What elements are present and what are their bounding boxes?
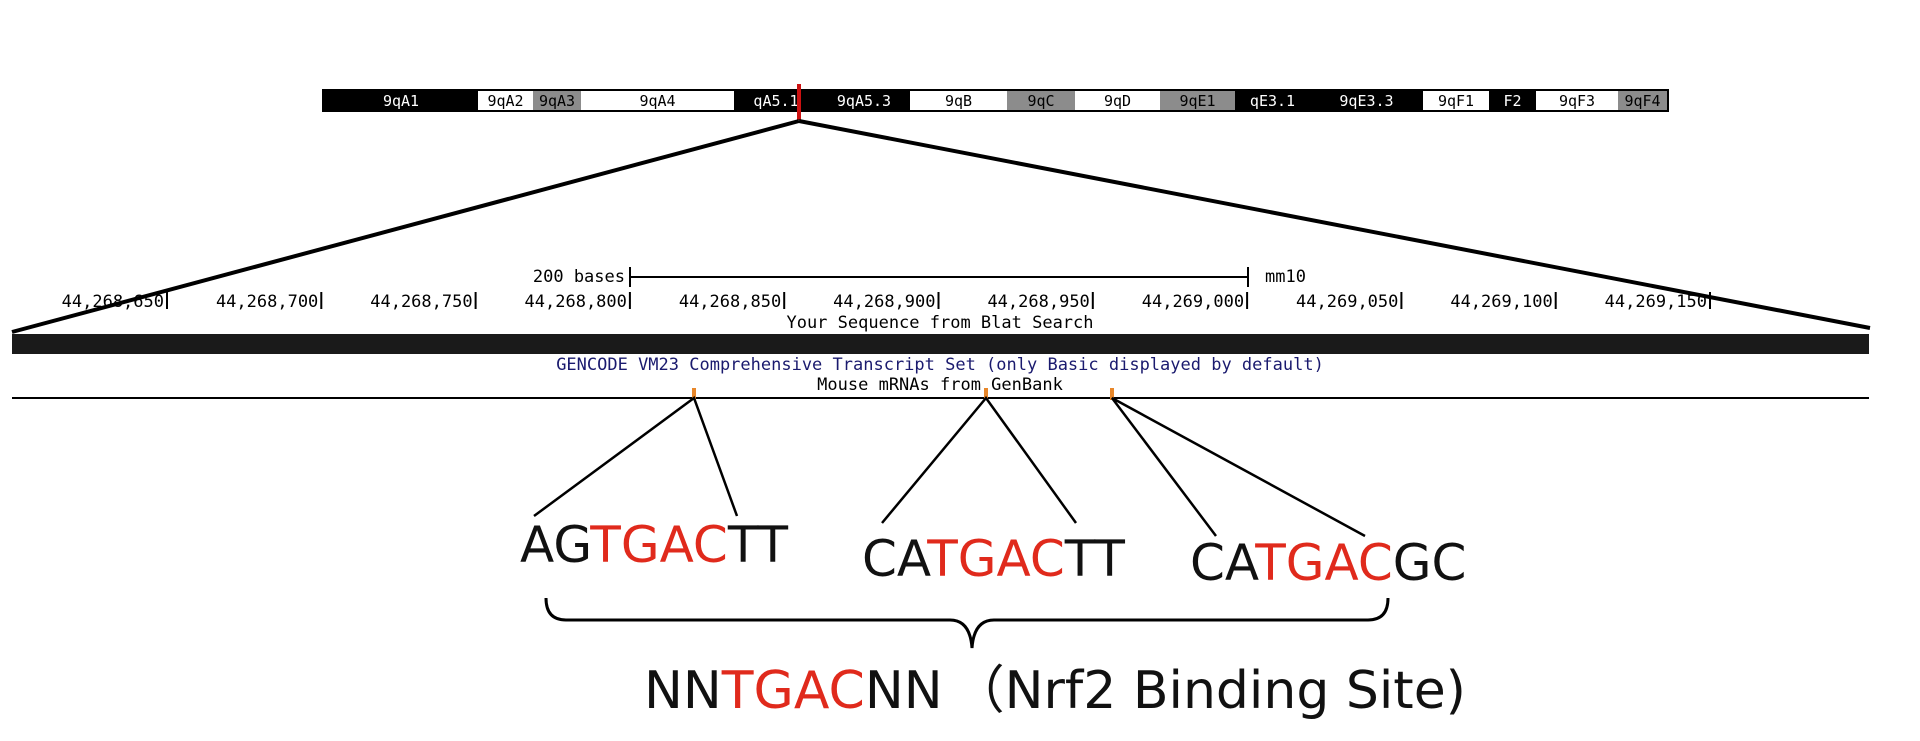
site-sequence-2: CATGACTT xyxy=(862,530,1125,588)
ideogram-band-label: 9qD xyxy=(1104,92,1131,110)
ideogram-band-label: 9qA3 xyxy=(539,92,575,110)
ruler-position-label: 44,269,050 xyxy=(1296,292,1398,312)
ruler-position-label: 44,269,100 xyxy=(1450,292,1552,312)
ideogram-band-label: 9qE1 xyxy=(1179,92,1215,110)
ideogram-band-label: 9qA5.3 xyxy=(837,92,891,110)
ideogram-band-label: 9qC xyxy=(1027,92,1054,110)
scale-label: 200 bases xyxy=(533,267,625,287)
blat-track-bar xyxy=(12,334,1869,354)
callout-lines-site-2 xyxy=(881,395,1078,524)
zoom-line-right xyxy=(798,119,1871,330)
ruler-position-label: 44,268,650 xyxy=(62,292,164,312)
gencode-track-label: GENCODE VM23 Comprehensive Transcript Se… xyxy=(556,355,1324,375)
ideogram-band-label: F2 xyxy=(1503,92,1521,110)
ideogram-band xyxy=(1536,91,1618,110)
ruler-position-label: 44,268,750 xyxy=(370,292,472,312)
ideogram-band xyxy=(1235,91,1310,110)
ideogram-band-label: 9qF1 xyxy=(1438,92,1474,110)
ruler-position-label: 44,268,950 xyxy=(987,292,1089,312)
ideogram-band xyxy=(478,91,533,110)
scale-bar: 200 bases mm10 xyxy=(533,267,1306,287)
consensus-motif: NNTGACNN（Nrf2 Binding Site) xyxy=(644,661,1466,721)
ideogram-band xyxy=(1007,91,1075,110)
zoom-line-left xyxy=(11,119,800,334)
ideogram-band xyxy=(1423,91,1489,110)
position-ruler: 44,268,650 44,268,700 44,268,750 44,268,800… xyxy=(62,292,1711,312)
grouping-brace xyxy=(544,597,1390,649)
ruler-position-label: 44,269,150 xyxy=(1605,292,1707,312)
callout-lines-site-1 xyxy=(533,396,739,518)
ideogram-band xyxy=(1310,91,1423,110)
site-tick xyxy=(984,388,988,400)
callout-lines-site-3 xyxy=(1111,396,1366,538)
ideogram-band xyxy=(910,91,1007,110)
ideogram-band xyxy=(324,91,478,110)
site-sequence-3: CATGACGC xyxy=(1190,534,1466,592)
chromosome-ideogram: 9qA1 9qA2 9qA3 9qA4 qA5.1 9qA5.3 9qB 9qC 9qD 9qE1… xyxy=(322,84,1669,120)
ideogram-band-label: 9qE3.3 xyxy=(1339,92,1393,110)
ideogram-band xyxy=(1489,91,1536,110)
ideogram-band-label: qE3.1 xyxy=(1250,92,1295,110)
ideogram-band xyxy=(1075,91,1160,110)
ideogram-band-label: 9qA2 xyxy=(487,92,523,110)
ruler-position-label: 44,268,850 xyxy=(679,292,781,312)
ruler-position-label: 44,268,800 xyxy=(525,292,627,312)
site-sequence-1: AGTGACTT xyxy=(520,516,788,574)
ideogram-band xyxy=(581,91,734,110)
ruler-position-label: 44,268,900 xyxy=(833,292,935,312)
chromosome-position-marker xyxy=(797,84,801,120)
ruler-position-label: 44,269,000 xyxy=(1142,292,1244,312)
ideogram-band-label: 9qA1 xyxy=(383,92,419,110)
site-tick xyxy=(1110,388,1114,400)
site-tick xyxy=(692,388,696,400)
ideogram-band-label: 9qB xyxy=(945,92,972,110)
binding-site-callouts xyxy=(533,388,1366,538)
ideogram-band xyxy=(1618,91,1667,110)
blat-track-label: Your Sequence from Blat Search xyxy=(786,313,1093,333)
ideogram-bands: 9qA1 9qA2 9qA3 9qA4 qA5.1 9qA5.3 9qB 9qC 9qD 9qE1… xyxy=(324,91,1667,110)
mrna-track-label: Mouse mRNAs from GenBank xyxy=(817,375,1063,395)
ruler-position-label: 44,268,700 xyxy=(216,292,318,312)
assembly-label: mm10 xyxy=(1265,267,1306,287)
ideogram-band-label: 9qF4 xyxy=(1624,92,1660,110)
ideogram-band xyxy=(1160,91,1235,110)
ideogram-band-label: qA5.1 xyxy=(753,92,798,110)
ideogram-band xyxy=(533,91,581,110)
ideogram-band-label: 9qF3 xyxy=(1559,92,1595,110)
ideogram-band-label: 9qA4 xyxy=(639,92,675,110)
ideogram-band xyxy=(818,91,910,110)
